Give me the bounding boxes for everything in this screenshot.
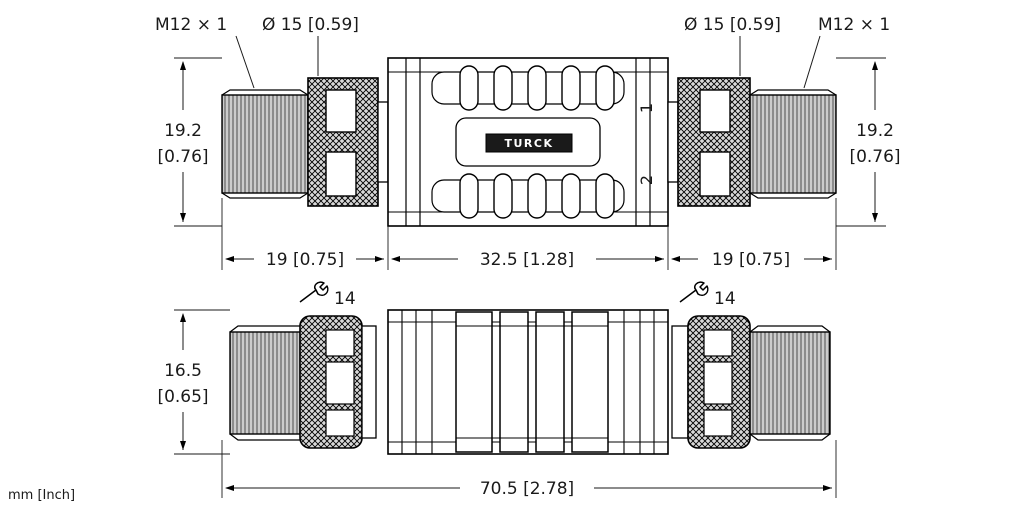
wrench-icon: [679, 281, 709, 303]
center-body-top: TURCK 1 2: [387, 57, 669, 227]
units-note: mm [Inch]: [8, 488, 75, 503]
wrench-icon: [299, 281, 329, 303]
right-nut-bottom: [671, 315, 751, 449]
top-dimensions: 19.2 [0.76] 19.2 [0.76] M12 × 1 Ø 15 [0.…: [155, 15, 901, 270]
height-bottom-in: [0.65]: [157, 387, 208, 407]
length-left-label: 19 [0.75]: [266, 250, 344, 270]
wrench-size-left: 14: [334, 289, 356, 309]
pin-1-label: 1: [637, 103, 656, 113]
center-body-bottom: [387, 309, 669, 455]
length-total-label: 70.5 [2.78]: [480, 479, 574, 499]
brand-logo-text: TURCK: [504, 137, 553, 150]
right-thread-bottom: [749, 325, 831, 441]
length-center-label: 32.5 [1.28]: [480, 250, 574, 270]
height-bottom-mm: 16.5: [164, 361, 202, 381]
pin-2-label: 2: [637, 175, 656, 185]
bottom-dimensions: 14 14 16.5 [0.65] 70.5 [2.78]: [157, 281, 837, 499]
length-right-label: 19 [0.75]: [712, 250, 790, 270]
wrench-size-right: 14: [714, 289, 736, 309]
diameter-callout-left: Ø 15 [0.59]: [262, 15, 359, 35]
brand-plate: TURCK: [485, 133, 573, 153]
left-thread-bottom: [229, 325, 311, 441]
height-top-left-mm: 19.2: [164, 121, 202, 141]
bottom-view: [229, 309, 831, 455]
right-nut-top: [667, 77, 751, 207]
height-top-right-mm: 19.2: [856, 121, 894, 141]
thread-callout-right: M12 × 1: [818, 15, 890, 35]
left-thread-top: [221, 89, 309, 199]
right-thread-top: [749, 89, 837, 199]
left-nut-top: [307, 77, 389, 207]
top-view: TURCK 1 2: [221, 57, 837, 227]
height-top-left-in: [0.76]: [157, 147, 208, 167]
left-nut-bottom: [299, 315, 377, 449]
height-top-right-in: [0.76]: [849, 147, 900, 167]
diameter-callout-right: Ø 15 [0.59]: [684, 15, 781, 35]
thread-callout-left: M12 × 1: [155, 15, 227, 35]
